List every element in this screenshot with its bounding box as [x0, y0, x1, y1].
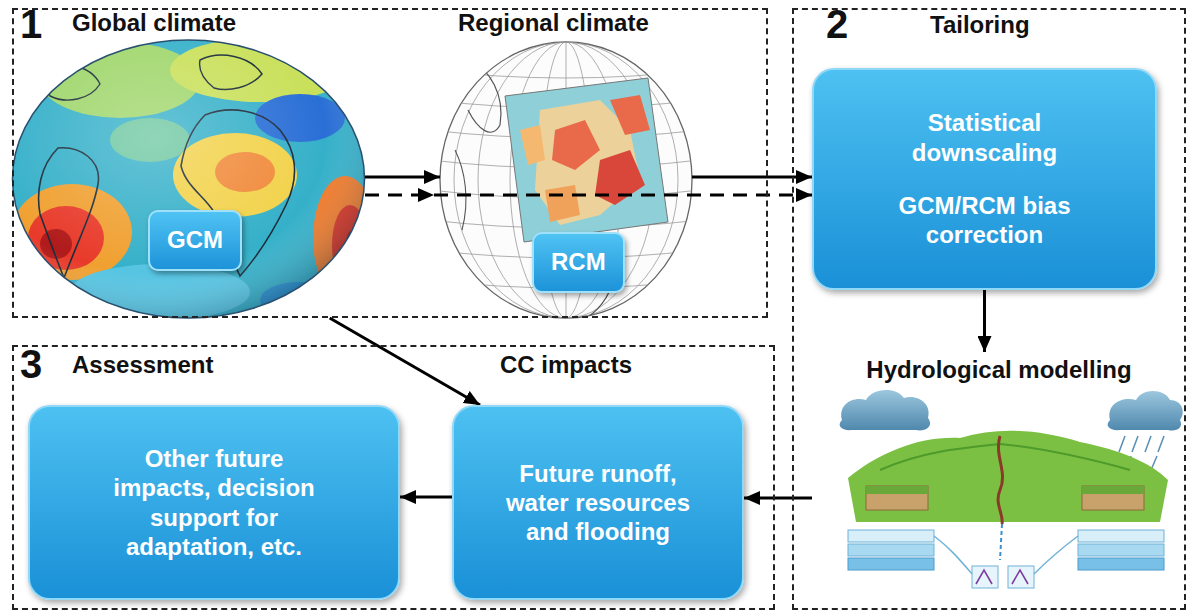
- illustration-part: [1132, 436, 1138, 452]
- illustration-part: [545, 185, 580, 222]
- illustration-part: [1012, 570, 1028, 584]
- illustration-part: [505, 78, 668, 242]
- model-label: GCM: [148, 210, 242, 271]
- illustration-part: [430, 40, 700, 320]
- box-text: Future runoff, water resources and flood…: [489, 459, 707, 547]
- box-text: Statistical downscaling: [865, 108, 1105, 167]
- process-box: Statistical downscalingGCM/RCM bias corr…: [812, 68, 1157, 290]
- illustration-part: [976, 570, 992, 584]
- illustration-part: [455, 150, 466, 230]
- stage-number: 2: [826, 2, 848, 46]
- stage-heading: Assessment: [72, 352, 213, 378]
- illustration-part: [430, 70, 700, 78]
- model-globe: GCM: [12, 40, 365, 318]
- illustration-part: [848, 530, 934, 542]
- illustration-part: [1119, 436, 1125, 452]
- illustration-part: [1145, 436, 1151, 452]
- illustration-part: [1078, 544, 1164, 556]
- illustration-part: [880, 444, 1130, 470]
- stage-heading: Regional climate: [458, 10, 649, 36]
- illustration-part: [610, 95, 650, 135]
- flow-arrow: [365, 194, 812, 197]
- illustration-part: [848, 544, 934, 556]
- stage-heading: CC impacts: [500, 352, 632, 378]
- illustration-part: [972, 566, 998, 588]
- illustration-part: [934, 536, 972, 574]
- illustration-part: [866, 486, 928, 510]
- illustration-part: [12, 38, 377, 320]
- illustration-part: [520, 95, 650, 225]
- stage-heading: Hydrological modelling: [866, 356, 1131, 385]
- stage-region: 2TailoringStatistical downscalingGCM/RCM…: [792, 8, 1186, 610]
- illustration-part: [848, 558, 934, 570]
- rcm-globe: [418, 40, 700, 320]
- illustration-part: [13, 40, 365, 318]
- flow-arrow: [692, 176, 812, 179]
- illustration-part: [1082, 486, 1144, 494]
- illustration-part: [1082, 486, 1144, 510]
- gcm-globe: [12, 38, 377, 320]
- stage-region: 1Global climateRegional climateGCMRCM: [12, 8, 768, 318]
- flow-arrow: [400, 496, 452, 499]
- box-text: Other future impacts, decision support f…: [98, 444, 330, 561]
- box-text: GCM/RCM bias correction: [865, 191, 1105, 250]
- illustration-part: [1158, 436, 1164, 452]
- stage-heading: Tailoring: [930, 12, 1030, 38]
- illustration-part: [998, 436, 1002, 524]
- illustration-part: [13, 40, 365, 318]
- illustration-part: [848, 431, 1168, 522]
- illustration-part: [1108, 391, 1183, 431]
- flow-arrow: [330, 318, 480, 405]
- stage-number: 3: [20, 342, 42, 386]
- model-label: RCM: [532, 232, 625, 293]
- model-illustration: Hydrological modelling: [812, 352, 1186, 606]
- illustration-part: [552, 120, 600, 170]
- illustration-part: [595, 150, 645, 205]
- illustration-part: [866, 486, 928, 494]
- flow-arrow: [744, 497, 812, 500]
- illustration-part: [1078, 530, 1164, 542]
- hydrology-illustration: [840, 390, 1183, 588]
- illustration-part: [468, 60, 501, 132]
- illustration-part: [1000, 524, 1002, 560]
- process-box: Other future impacts, decision support f…: [28, 405, 400, 600]
- stage-region: 3 Assessment CC impactsOther future impact…: [12, 345, 775, 610]
- illustration-part: [13, 40, 365, 318]
- model-globe: RCM: [440, 42, 692, 316]
- illustration-part: [520, 125, 545, 165]
- process-box: Future runoff, water resources and flood…: [452, 405, 744, 600]
- illustration-part: [1078, 558, 1164, 570]
- illustration-part: [1008, 566, 1034, 588]
- illustration-part: [840, 390, 930, 430]
- flow-arrow: [365, 176, 440, 179]
- stage-number: 1: [20, 2, 42, 46]
- flow-arrow: [983, 290, 986, 352]
- stage-heading: Global climate: [72, 10, 236, 36]
- illustration-part: [1034, 536, 1078, 574]
